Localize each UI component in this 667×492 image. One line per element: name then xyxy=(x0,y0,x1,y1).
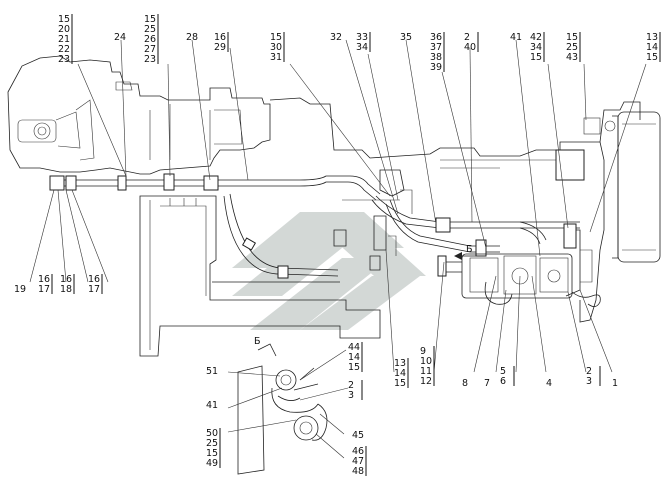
callout-t3-1: 25 xyxy=(144,24,156,35)
callout-b5-1: 14 xyxy=(394,368,406,379)
callout-b4-0: 16 xyxy=(88,274,100,285)
callout-t15-2: 15 xyxy=(646,52,658,63)
hydraulic-pump xyxy=(437,223,601,307)
callout-t15-0: 13 xyxy=(646,32,658,43)
callout-arrow_b_main-0: Б xyxy=(466,244,473,255)
callout-b6-0: 9 xyxy=(420,346,426,357)
callout-b4-1: 17 xyxy=(88,284,100,295)
view-arrow-b xyxy=(257,252,478,357)
watermark-logo xyxy=(232,212,426,330)
callout-t4-0: 28 xyxy=(186,32,198,43)
callout-d5-0: 50 xyxy=(206,428,218,439)
callout-b5-2: 15 xyxy=(394,378,406,389)
callout-d7-2: 48 xyxy=(352,466,364,477)
callout-t14-1: 25 xyxy=(566,42,578,53)
callout-t12-0: 41 xyxy=(510,32,522,43)
callout-t6-2: 31 xyxy=(270,52,282,63)
callout-t1-3: 22 xyxy=(58,44,70,55)
callout-d1-2: 15 xyxy=(348,362,360,373)
callout-t11-1: 40 xyxy=(464,42,476,53)
frame-rail-right xyxy=(269,97,641,323)
callout-b12-0: 1 xyxy=(612,378,618,389)
callout-d4-0: 41 xyxy=(206,400,218,411)
callout-b9-0: 5 xyxy=(500,366,506,377)
gearbox-housing xyxy=(7,55,271,175)
callout-b7-0: 8 xyxy=(462,378,468,389)
callout-t9-0: 35 xyxy=(400,32,412,43)
callout-b6-3: 12 xyxy=(420,376,432,387)
callout-b9-1: 6 xyxy=(500,376,506,387)
callout-d1-0: 44 xyxy=(348,342,360,353)
callout-b3-0: 16 xyxy=(60,274,72,285)
callout-t6-0: 15 xyxy=(270,32,282,43)
callout-t13-1: 34 xyxy=(530,42,542,53)
callout-b2-0: 16 xyxy=(38,274,50,285)
callout-t1-1: 20 xyxy=(58,24,70,35)
callout-t10-3: 39 xyxy=(430,62,442,73)
callout-t10-0: 36 xyxy=(430,32,442,43)
callout-d5-3: 49 xyxy=(206,458,218,469)
callout-d3-0: 2 xyxy=(348,380,354,391)
callout-t8-1: 34 xyxy=(356,42,368,53)
callout-t3-4: 23 xyxy=(144,54,156,65)
callout-t1-0: 15 xyxy=(58,14,70,25)
callout-t3-0: 15 xyxy=(144,14,156,25)
callout-t14-0: 15 xyxy=(566,32,578,43)
callout-t2-0: 24 xyxy=(114,32,126,43)
callout-t14-2: 43 xyxy=(566,52,578,63)
callout-d7-0: 46 xyxy=(352,446,364,457)
hydraulic-tank xyxy=(612,111,661,263)
callout-b6-2: 11 xyxy=(420,366,432,377)
callout-d5-2: 15 xyxy=(206,448,218,459)
callout-t3-3: 27 xyxy=(144,44,156,55)
callout-b1-0: 19 xyxy=(14,284,26,295)
pressure-pipe-to-pump xyxy=(371,195,580,257)
callout-t3-2: 26 xyxy=(144,34,156,45)
frame-rail-left xyxy=(139,195,381,357)
callout-b5-0: 13 xyxy=(394,358,406,369)
callout-t13-2: 15 xyxy=(530,52,542,63)
callout-t15-1: 14 xyxy=(646,42,658,53)
callout-t10-1: 37 xyxy=(430,42,442,53)
callout-d7-1: 47 xyxy=(352,456,364,467)
leader-lines xyxy=(29,39,647,459)
callout-t5-0: 16 xyxy=(214,32,226,43)
callout-d3-1: 3 xyxy=(348,390,354,401)
callout-arrow_b_detail-0: Б xyxy=(254,336,261,347)
callout-b10-0: 4 xyxy=(546,378,552,389)
callout-d2-0: 51 xyxy=(206,366,218,377)
callout-b11-1: 3 xyxy=(586,376,592,387)
callout-b8-0: 7 xyxy=(484,378,490,389)
callout-t5-1: 29 xyxy=(214,42,226,53)
suction-hose xyxy=(212,193,340,283)
callout-t8-0: 33 xyxy=(356,32,368,43)
callout-t13-0: 42 xyxy=(530,32,542,43)
callout-d5-1: 25 xyxy=(206,438,218,449)
detail-view-b xyxy=(237,365,328,475)
pressure-pipe-main xyxy=(49,173,381,201)
callout-d6-0: 45 xyxy=(352,430,364,441)
callout-b6-1: 10 xyxy=(420,356,432,367)
callout-d1-1: 14 xyxy=(348,352,360,363)
callout-t1-4: 23 xyxy=(58,54,70,65)
callout-b2-1: 17 xyxy=(38,284,50,295)
callout-t6-1: 30 xyxy=(270,42,282,53)
callout-t7-0: 32 xyxy=(330,32,342,43)
callout-t1-2: 21 xyxy=(58,34,70,45)
callout-t10-2: 38 xyxy=(430,52,442,63)
callout-b11-0: 2 xyxy=(586,366,592,377)
callout-b3-1: 18 xyxy=(60,284,72,295)
callout-t11-0: 2 xyxy=(464,32,470,43)
